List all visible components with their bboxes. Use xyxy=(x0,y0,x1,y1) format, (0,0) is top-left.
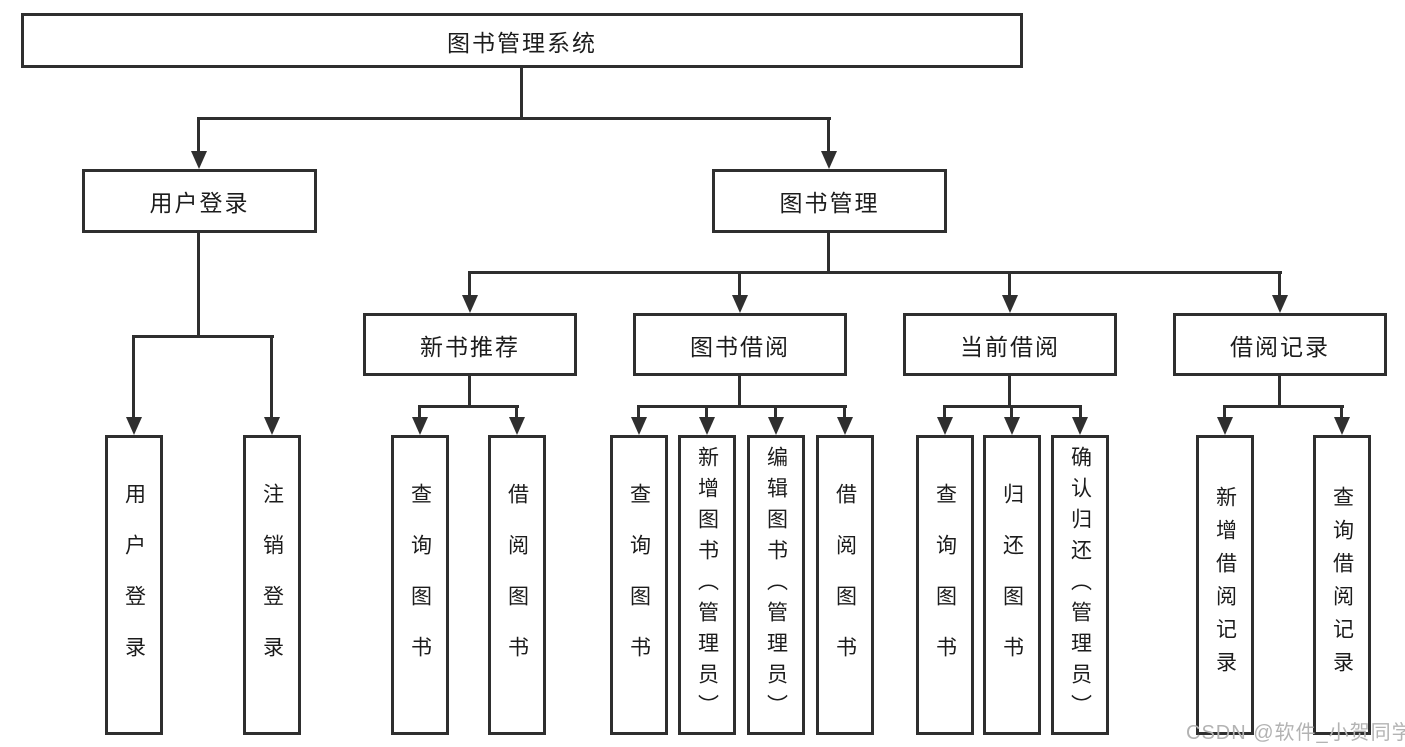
node-label: 新增借阅记录 xyxy=(1213,486,1237,684)
node-label: 查询借阅记录 xyxy=(1330,486,1354,684)
node-label: 图书借阅 xyxy=(690,333,790,360)
leaf-borrow-books-borrowing: 借阅图书 xyxy=(816,435,874,735)
connector-line xyxy=(738,376,741,408)
connector-line xyxy=(637,405,847,408)
connector-line xyxy=(468,271,1282,274)
arrow-down-icon xyxy=(699,417,715,435)
node-label: 注销登录 xyxy=(260,483,284,687)
connector-line xyxy=(1340,405,1343,419)
connector-line xyxy=(520,68,523,120)
arrow-down-icon xyxy=(1002,295,1018,313)
arrow-down-icon xyxy=(462,295,478,313)
node-label: 查询图书 xyxy=(408,483,432,687)
leaf-query-borrow-record: 查询借阅记录 xyxy=(1313,435,1371,735)
connector-line xyxy=(270,335,273,418)
node-label: 归还图书 xyxy=(1000,483,1024,687)
connector-line xyxy=(418,405,421,419)
node-label: 借阅图书 xyxy=(505,483,529,687)
connector-line xyxy=(774,405,777,419)
arrow-down-icon xyxy=(768,417,784,435)
connector-line xyxy=(827,232,830,274)
arrow-down-icon xyxy=(1217,417,1233,435)
arrow-down-icon xyxy=(1004,417,1020,435)
connector-line xyxy=(132,335,135,418)
connector-line xyxy=(738,271,741,297)
node-new-book-recommendation: 新书推荐 xyxy=(363,313,577,376)
connector-line xyxy=(1010,405,1013,419)
connector-line xyxy=(637,405,640,419)
node-label: 用户登录 xyxy=(122,483,146,687)
arrow-down-icon xyxy=(1272,295,1288,313)
arrow-down-icon xyxy=(1072,417,1088,435)
connector-line xyxy=(1008,376,1011,408)
leaf-add-book-admin: 新增图书（管理员） xyxy=(678,435,736,735)
connector-line xyxy=(515,405,518,419)
watermark: CSDN @软件_小贺同学 xyxy=(1186,722,1405,744)
node-label: 当前借阅 xyxy=(960,333,1060,360)
arrow-down-icon xyxy=(191,151,207,169)
node-borrowing-records: 借阅记录 xyxy=(1173,313,1387,376)
arrow-down-icon xyxy=(412,417,428,435)
leaf-user-login: 用户登录 xyxy=(105,435,163,735)
node-label: 确认归还（管理员） xyxy=(1068,445,1092,725)
node-library-management-system: 图书管理系统 xyxy=(21,13,1023,68)
connector-line xyxy=(1223,405,1226,419)
leaf-confirm-return-admin: 确认归还（管理员） xyxy=(1051,435,1109,735)
arrow-down-icon xyxy=(732,295,748,313)
leaf-edit-book-admin: 编辑图书（管理员） xyxy=(747,435,805,735)
node-book-management: 图书管理 xyxy=(712,169,947,233)
arrow-down-icon xyxy=(837,417,853,435)
node-label: 新增图书（管理员） xyxy=(695,445,719,725)
connector-line xyxy=(827,117,830,153)
leaf-add-borrow-record: 新增借阅记录 xyxy=(1196,435,1254,735)
arrow-down-icon xyxy=(264,417,280,435)
leaf-borrow-books-recommendation: 借阅图书 xyxy=(488,435,546,735)
node-label: 图书管理系统 xyxy=(447,29,597,56)
connector-line xyxy=(1278,376,1281,408)
node-label: 编辑图书（管理员） xyxy=(764,445,788,725)
connector-line xyxy=(943,405,946,419)
connector-line xyxy=(843,405,846,419)
node-user-login: 用户登录 xyxy=(82,169,317,233)
node-label: 查询图书 xyxy=(933,483,957,687)
connector-line xyxy=(1223,405,1344,408)
connector-line xyxy=(197,232,200,338)
arrow-down-icon xyxy=(509,417,525,435)
connector-line xyxy=(468,376,471,408)
node-current-borrowing: 当前借阅 xyxy=(903,313,1117,376)
arrow-down-icon xyxy=(821,151,837,169)
connector-line xyxy=(705,405,708,419)
leaf-query-books-current: 查询图书 xyxy=(916,435,974,735)
arrow-down-icon xyxy=(631,417,647,435)
connector-line xyxy=(198,117,831,120)
leaf-query-books-borrowing: 查询图书 xyxy=(610,435,668,735)
leaf-return-books: 归还图书 xyxy=(983,435,1041,735)
connector-line xyxy=(133,335,274,338)
node-label: 借阅图书 xyxy=(833,483,857,687)
node-label: 新书推荐 xyxy=(420,333,520,360)
connector-line xyxy=(1278,271,1281,297)
node-book-borrowing: 图书借阅 xyxy=(633,313,847,376)
node-label: 查询图书 xyxy=(627,483,651,687)
arrow-down-icon xyxy=(1334,417,1350,435)
leaf-query-books-recommendation: 查询图书 xyxy=(391,435,449,735)
arrow-down-icon xyxy=(937,417,953,435)
connector-line xyxy=(1079,405,1082,419)
leaf-logout: 注销登录 xyxy=(243,435,301,735)
node-label: 借阅记录 xyxy=(1230,333,1330,360)
connector-line xyxy=(197,117,200,153)
connector-line xyxy=(468,271,471,297)
node-label: 图书管理 xyxy=(779,190,880,216)
connector-line xyxy=(418,405,519,408)
arrow-down-icon xyxy=(126,417,142,435)
connector-line xyxy=(1008,271,1011,297)
node-label: 用户登录 xyxy=(149,190,250,216)
